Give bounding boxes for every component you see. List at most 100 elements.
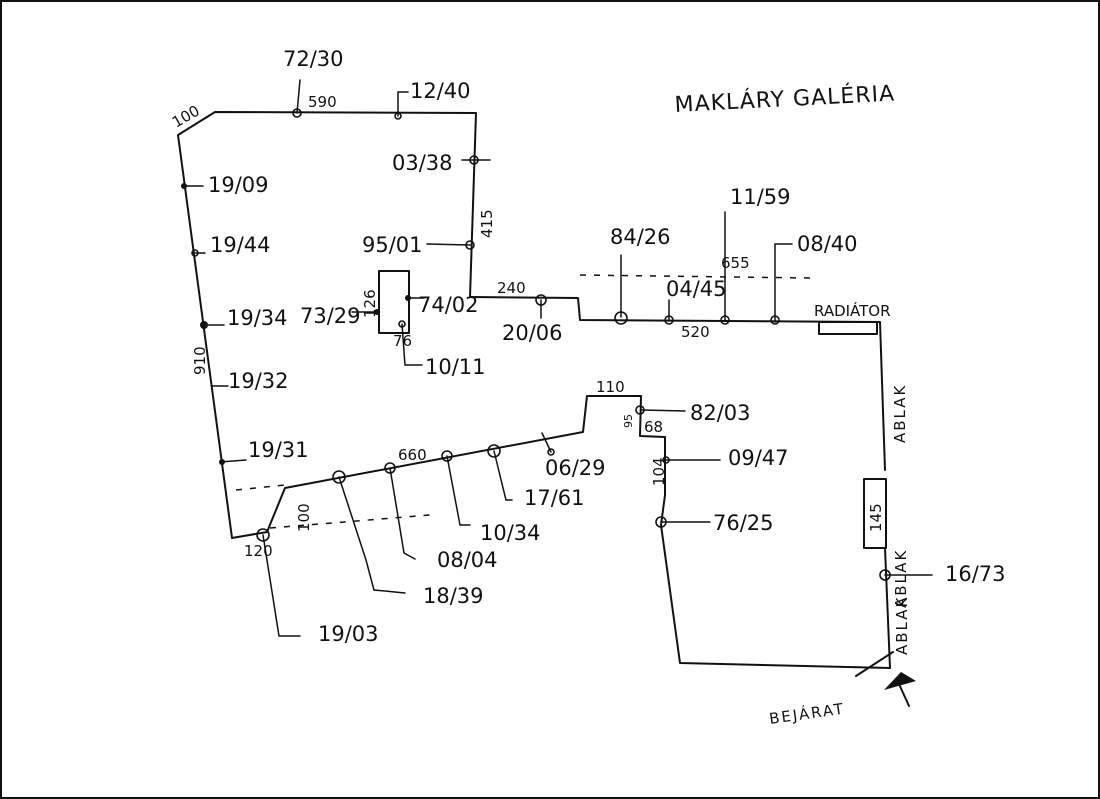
marker-8203 (635, 405, 645, 415)
leader-1839 (338, 476, 406, 594)
dim-label: 95 (622, 414, 635, 428)
leader-1240 (397, 91, 409, 117)
window-label-lower: ABLAK (893, 596, 911, 655)
marker-1761 (487, 444, 501, 458)
inv-label: 19/03 (318, 622, 379, 646)
walls (177, 111, 916, 707)
window-label-upper: ABLAK (891, 384, 909, 443)
inv-label: 08/04 (437, 548, 498, 572)
dashed-lines (235, 274, 811, 529)
inv-label: 17/61 (524, 486, 585, 510)
leader-1011 (401, 323, 423, 366)
inv-label: 08/40 (797, 232, 858, 256)
dim-label: 126 (361, 289, 379, 318)
dim-label: 76 (393, 332, 412, 350)
dim-label: 590 (308, 93, 337, 111)
entrance-stroke-2 (898, 683, 910, 707)
inv-label: 03/38 (392, 151, 453, 175)
block-145 (863, 478, 887, 549)
marker-7329 (374, 309, 380, 315)
marker-0629 (547, 448, 555, 456)
inv-label: 82/03 (690, 401, 751, 425)
dim-label: 240 (497, 279, 526, 297)
leader-9501 (426, 243, 471, 246)
inv-label: 19/09 (208, 173, 269, 197)
window-label-mid: ABLAK (892, 549, 910, 608)
dashed-line-left (235, 484, 286, 491)
marker-1159 (720, 315, 730, 325)
marker-1909 (181, 183, 187, 189)
marker-7230 (292, 108, 302, 118)
inv-label: 19/31 (248, 438, 309, 462)
leader-0840 (774, 243, 793, 323)
marker-1944 (191, 249, 199, 257)
upper-room-wall (177, 111, 477, 539)
inv-label: 73/29 (300, 304, 361, 328)
marker-1931 (219, 459, 225, 465)
inv-label: 18/39 (423, 584, 484, 608)
inv-label: 04/45 (666, 277, 727, 301)
dim-label: 120 (244, 542, 273, 560)
inv-label: 95/01 (362, 233, 423, 257)
marker-2006 (535, 294, 547, 306)
dim-label: 415 (478, 209, 496, 238)
dashed-line-top-right (579, 274, 811, 279)
inv-label: 74/02 (418, 293, 479, 317)
marker-8426 (614, 311, 628, 325)
dim-label: 655 (721, 254, 750, 272)
inv-label: 10/34 (480, 521, 541, 545)
dim-label: 910 (191, 346, 209, 375)
dim-label: 110 (596, 378, 625, 396)
inv-label: 76/25 (713, 511, 774, 535)
marker-1011 (398, 320, 406, 328)
inv-label: 19/32 (228, 369, 289, 393)
dim-label: 104 (650, 457, 668, 486)
upper-right-wall (469, 296, 886, 471)
entrance-label: BEJÁRAT (768, 699, 846, 728)
marker-1034 (441, 450, 453, 462)
inv-label: 19/44 (210, 233, 271, 257)
radiator-box (818, 321, 878, 335)
marker-9501 (465, 240, 475, 250)
marker-1240 (394, 112, 402, 120)
right-lower-wall (884, 547, 891, 669)
marker-1903 (256, 528, 270, 542)
dim-label: 660 (398, 446, 427, 464)
inv-label: 06/29 (545, 456, 606, 480)
dim-label: 100 (295, 503, 313, 532)
marker-0840 (770, 315, 780, 325)
inv-label: 11/59 (730, 185, 791, 209)
leader-7230 (296, 79, 301, 114)
drawing-title: MAKLÁRY GALÉRIA (674, 80, 896, 118)
marker-0804 (384, 462, 396, 474)
marker-1934 (200, 321, 208, 329)
leader-1034 (446, 455, 471, 526)
inv-label: 20/06 (502, 321, 563, 345)
leader-0804 (389, 467, 416, 560)
marker-0338 (469, 155, 479, 165)
marker-7625 (655, 516, 667, 528)
radiator-label: RADIÁTOR (814, 301, 891, 320)
inv-label: 10/11 (425, 355, 486, 379)
dashed-line-lower (269, 514, 431, 529)
marker-1673 (879, 569, 891, 581)
inv-label: 09/47 (728, 446, 789, 470)
dim-label: 100 (169, 102, 203, 132)
entrance-stroke (855, 651, 894, 677)
lower-left-wall (231, 395, 891, 669)
inv-label: 84/26 (610, 225, 671, 249)
dim-label: 68 (644, 418, 663, 436)
inv-label: 16/73 (945, 562, 1006, 586)
marker-7402 (405, 295, 411, 301)
markers (181, 108, 891, 581)
dim-label: 520 (681, 323, 710, 341)
inv-label: 72/30 (283, 47, 344, 71)
entrance-arrow (884, 672, 916, 690)
inv-label: 12/40 (410, 79, 471, 103)
marker-1839 (332, 470, 346, 484)
inventory-labels: 72/30 12/40 03/38 19/09 19/44 95/01 19/3… (208, 47, 1006, 646)
inv-label: 19/34 (227, 306, 288, 330)
leader-1903 (262, 534, 301, 637)
